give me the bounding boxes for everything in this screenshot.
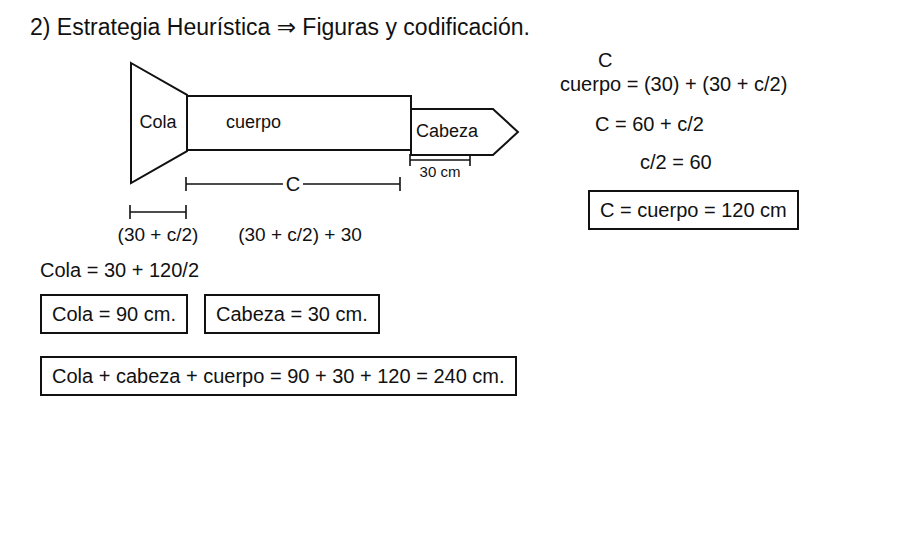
equation-line: C <box>598 48 612 72</box>
dimension-label: 30 cm <box>420 163 461 181</box>
fish-body: cuerpo <box>186 95 412 151</box>
dimension-line <box>410 159 470 161</box>
total-box: Cola + cabeza + cuerpo = 90 + 30 + 120 =… <box>40 356 517 396</box>
dimension-label: C <box>283 172 303 196</box>
equation-line: c/2 = 60 <box>640 150 712 174</box>
node-text: Cabeza <box>416 121 478 143</box>
dimension-tick <box>399 177 401 191</box>
fish-tail: Cola <box>130 62 188 184</box>
equation-line: C = 60 + c/2 <box>595 112 704 136</box>
node-text: Cola = 90 cm. <box>52 302 176 326</box>
dimension-tick <box>185 177 187 191</box>
head-polygon <box>411 109 518 155</box>
dimension-tick <box>185 205 187 219</box>
node-text: Cola + cabeza + cuerpo = 90 + 30 + 120 =… <box>52 364 505 388</box>
heading: 2) Estrategia Heurística ⇒ Figuras y cod… <box>30 14 530 42</box>
result-box: Cabeza = 30 cm. <box>204 294 380 334</box>
equation-line: Cola = 30 + 120/2 <box>40 258 199 282</box>
node-text: Cola <box>139 112 176 134</box>
dimension-label: (30 + c/2) + 30 <box>238 224 362 247</box>
result-box: C = cuerpo = 120 cm <box>588 190 799 230</box>
body-outline <box>186 95 412 151</box>
equation-line: cuerpo = (30) + (30 + c/2) <box>560 72 787 96</box>
node-text: C = cuerpo = 120 cm <box>600 198 787 222</box>
dimension-line <box>130 211 186 213</box>
dimension-label: (30 + c/2) <box>118 224 199 247</box>
fish-head: Cabeza <box>410 108 519 156</box>
body-polygon <box>187 96 411 150</box>
tail-polygon <box>131 63 187 183</box>
result-box: Cola = 90 cm. <box>40 294 188 334</box>
node-text: cuerpo <box>226 112 281 134</box>
dimension-tick <box>129 205 131 219</box>
node-text: Cabeza = 30 cm. <box>216 302 368 326</box>
